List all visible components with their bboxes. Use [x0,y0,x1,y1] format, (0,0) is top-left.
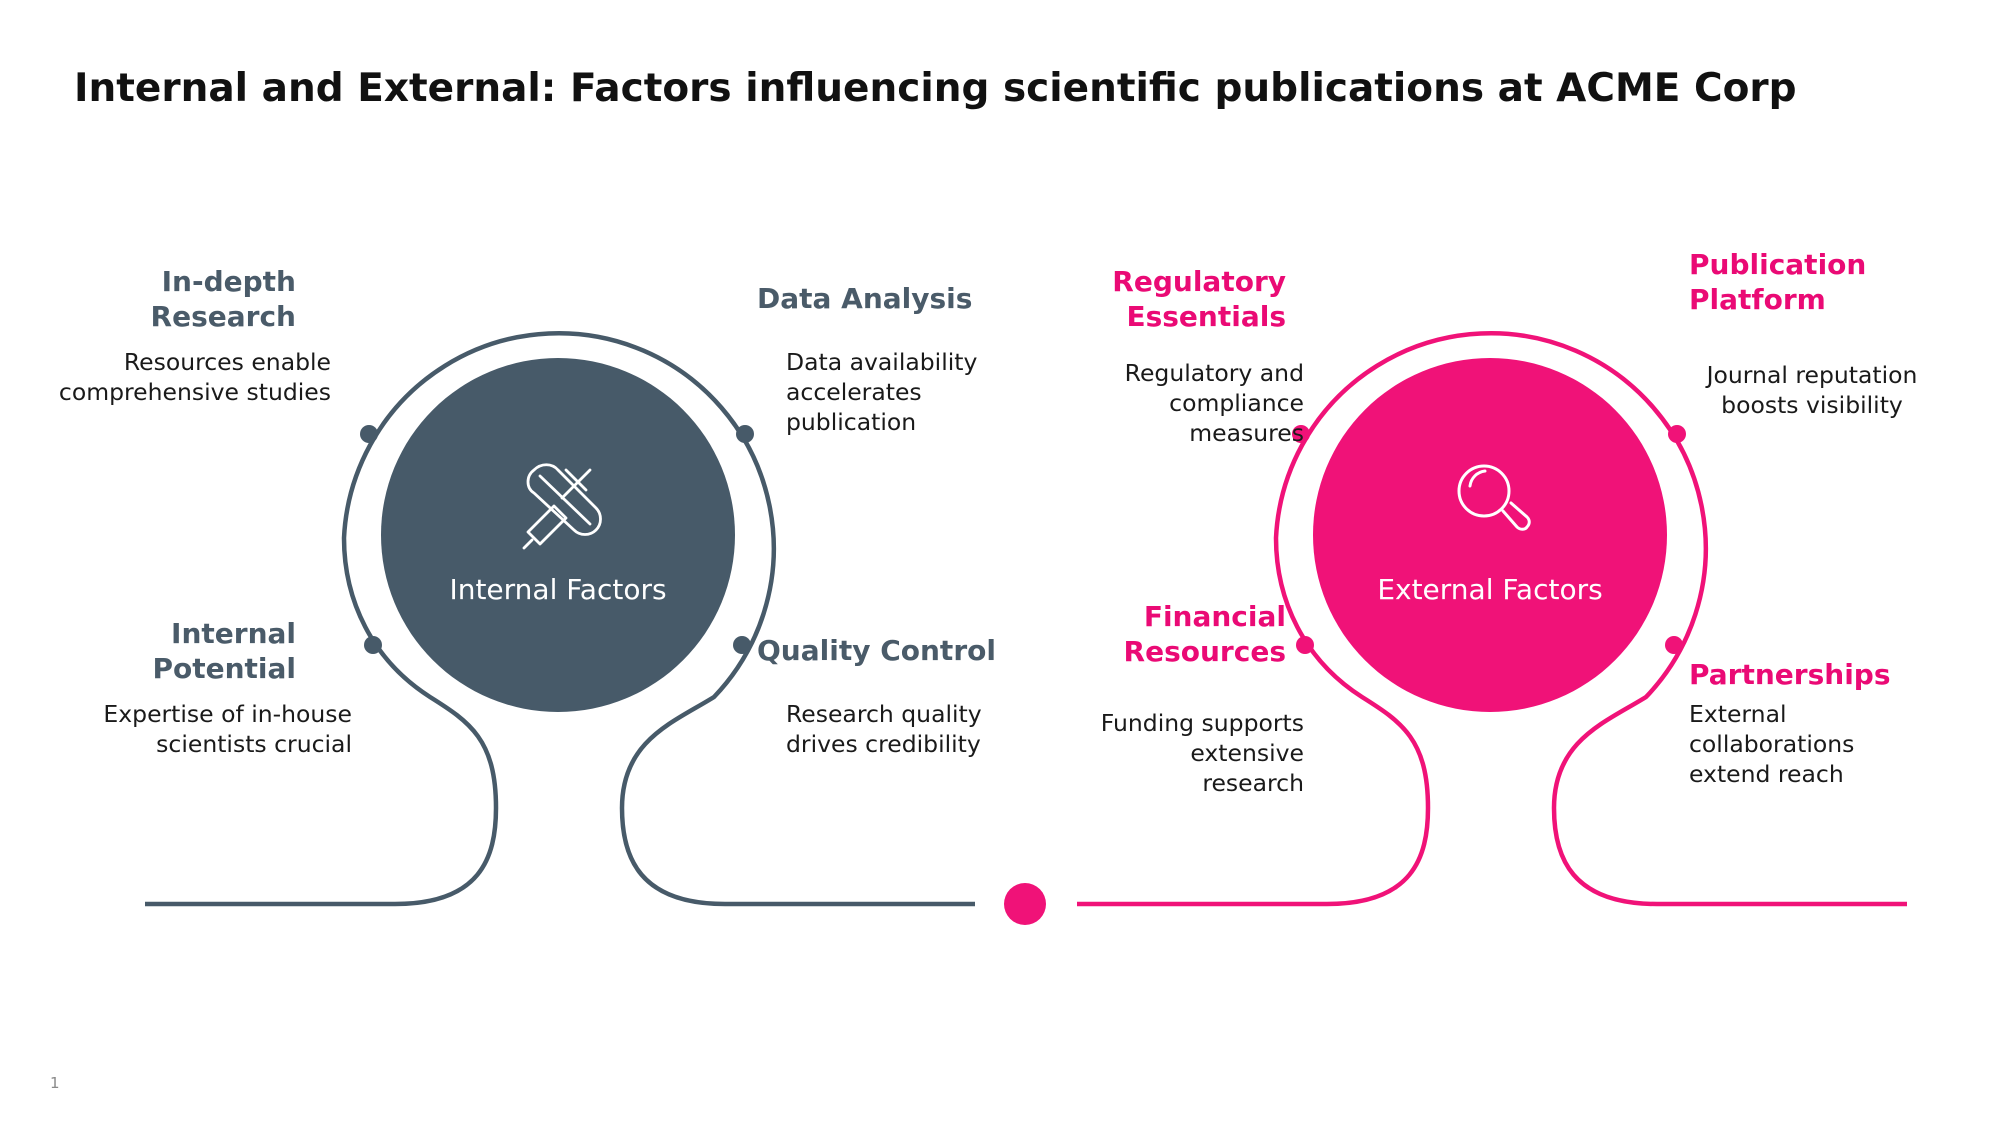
center-connector-dot [1004,883,1046,925]
page-number: 1 [50,1074,60,1092]
internal-item-desc: Research quality drives credibility [786,700,982,758]
external-node-dot [1296,636,1314,654]
external-track-line [1077,331,1907,907]
external-item-title: Publication Platform [1689,248,1867,316]
internal-item-title: In-depth Research [150,265,296,333]
internal-center-label: Internal Factors [449,573,667,606]
external-item-desc: External collaborations extend reach [1689,700,1855,788]
magnifier-icon [1457,464,1531,531]
internal-item-title: Quality Control [757,634,996,667]
internal-track-line [145,331,975,907]
tools-icon [522,463,602,550]
slide-title: Internal and External: Factors influenci… [74,66,1797,111]
internal-node-dot [360,425,378,443]
external-item-desc: Funding supports extensive research [1100,709,1304,797]
external-item-title: Regulatory Essentials [1112,265,1286,333]
internal-node-dot [736,425,754,443]
external-item-title: Financial Resources [1123,600,1286,668]
external-node-dot [1668,425,1686,443]
external-center-circle [1313,358,1667,712]
external-item-desc: Journal reputation boosts visibility [1706,361,1918,419]
internal-item-desc: Data availability accelerates publicatio… [786,348,978,436]
internal-center-circle [381,358,735,712]
external-item-desc: Regulatory and compliance measures [1124,359,1304,447]
internal-item-title: Data Analysis [757,282,973,315]
external-item-title: Partnerships [1689,658,1891,691]
internal-node-dot [733,636,751,654]
internal-item-desc: Expertise of in-house scientists crucial [103,700,352,758]
external-center-label: External Factors [1377,573,1603,606]
external-node-dot [1292,425,1310,443]
internal-node-dot [364,636,382,654]
internal-item-title: Internal Potential [152,617,296,685]
internal-item-desc: Resources enable comprehensive studies [58,348,331,406]
external-node-dot [1665,636,1683,654]
